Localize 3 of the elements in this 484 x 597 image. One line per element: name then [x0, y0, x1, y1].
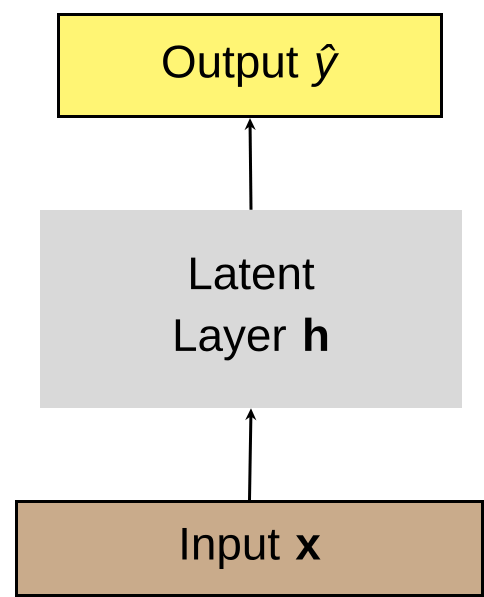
- input-box: Input x: [15, 500, 484, 597]
- output-box: Output ŷ: [57, 13, 443, 118]
- latent-layer-box: Latent Layer h: [40, 210, 462, 408]
